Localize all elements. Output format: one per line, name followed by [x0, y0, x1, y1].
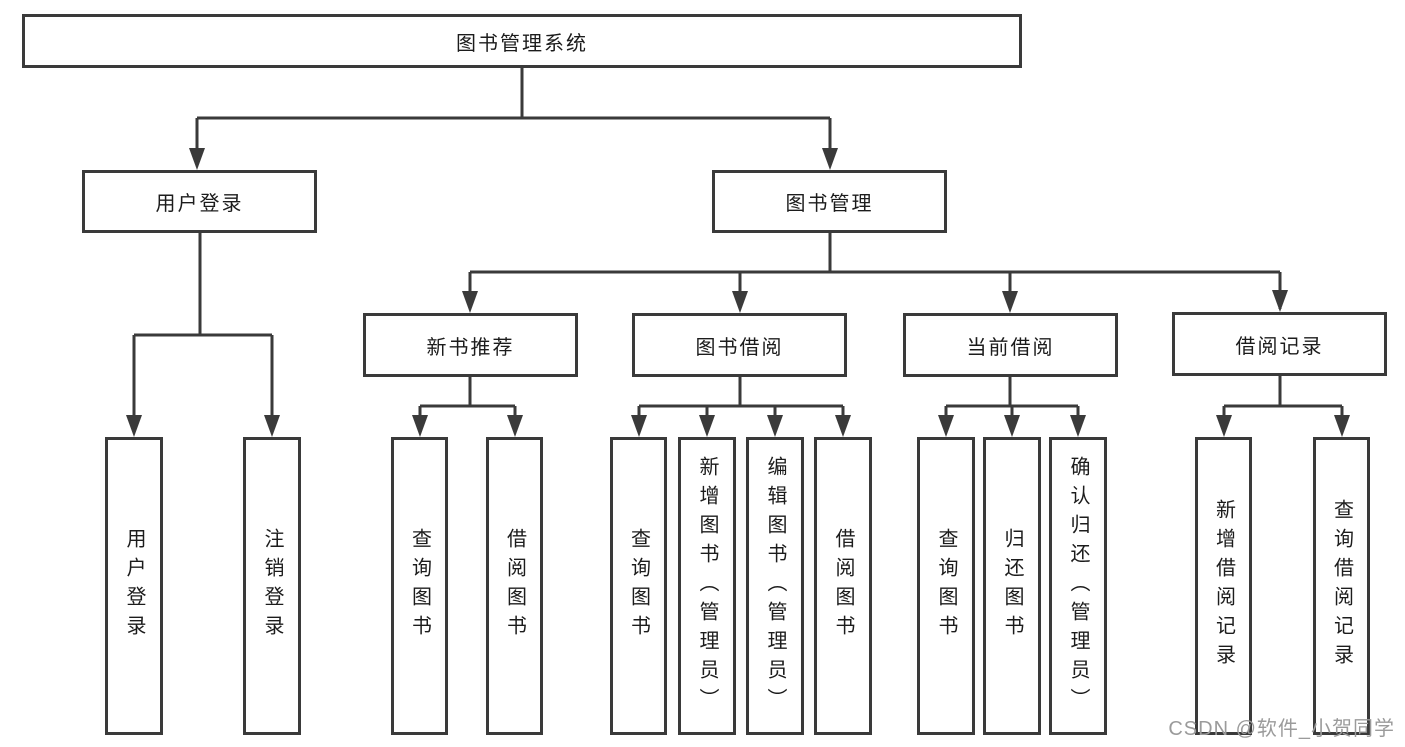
leaf-br-add-record: 新增借阅记录: [1195, 437, 1252, 735]
leaf-bb-add-books-admin: 新增图书（管理员）: [678, 437, 736, 735]
leaf-bb-borrow-books: 借阅图书: [814, 437, 872, 735]
node-current-borrowing: 当前借阅: [903, 313, 1118, 377]
node-library-system: 图书管理系统: [22, 14, 1022, 68]
node-book-management: 图书管理: [712, 170, 947, 233]
node-new-book-recommend: 新书推荐: [363, 313, 578, 377]
node-book-borrowing: 图书借阅: [632, 313, 847, 377]
leaf-br-query-record: 查询借阅记录: [1313, 437, 1370, 735]
leaf-logout: 注销登录: [243, 437, 301, 735]
leaf-nb-query-books: 查询图书: [391, 437, 448, 735]
leaf-cb-confirm-return-admin: 确认归还（管理员）: [1049, 437, 1107, 735]
leaf-user-login: 用户登录: [105, 437, 163, 735]
leaf-bb-query-books: 查询图书: [610, 437, 667, 735]
leaf-bb-edit-books-admin: 编辑图书（管理员）: [746, 437, 804, 735]
leaf-nb-borrow-books: 借阅图书: [486, 437, 543, 735]
leaf-cb-query-books: 查询图书: [917, 437, 975, 735]
leaf-cb-return-books: 归还图书: [983, 437, 1041, 735]
csdn-watermark: CSDN @软件_小贺同学: [1168, 718, 1395, 740]
node-user-login: 用户登录: [82, 170, 317, 233]
node-borrowing-records: 借阅记录: [1172, 312, 1387, 376]
